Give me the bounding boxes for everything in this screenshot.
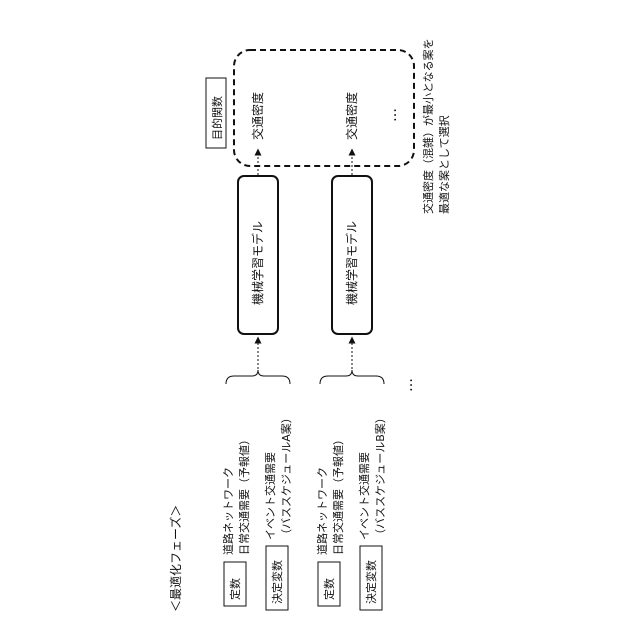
daily-demand-b: 日常交通需要（予報値） [331, 434, 345, 555]
road-network-a: 道路ネットワーク [221, 467, 235, 555]
decision-label-b: 決定変数 [364, 560, 378, 604]
daily-demand-a: 日常交通需要（予報値） [237, 434, 251, 555]
selection-note-line2: 最適な案として選択 [437, 115, 451, 214]
bracket-b [320, 370, 384, 384]
input-group-b: 定数 決定変数 道路ネットワーク 日常交通需要（予報値） イベント交通需要 （バ… [315, 370, 387, 610]
traffic-density-a: 交通密度 [250, 92, 265, 140]
bus-schedule-b: （バススケジュールB案） [373, 412, 387, 540]
event-demand-a: イベント交通需要 [263, 452, 277, 540]
ml-model-label-b: 機械学習モデル [344, 221, 359, 305]
decision-label-a: 決定変数 [270, 560, 284, 604]
objective-label: 目的関数 [210, 96, 224, 140]
ellipsis-inputs: … [400, 378, 416, 392]
constant-label-a: 定数 [228, 578, 242, 600]
ellipsis-density: … [384, 108, 400, 122]
ml-model-label-a: 機械学習モデル [250, 221, 265, 305]
bus-schedule-a: （バススケジュールA案） [279, 412, 293, 540]
bracket-a [226, 370, 290, 384]
selection-note-line1: 交通密度（混雑）が最小となる案を [421, 38, 435, 214]
event-demand-b: イベント交通需要 [357, 452, 371, 540]
constant-label-b: 定数 [322, 578, 336, 600]
road-network-b: 道路ネットワーク [315, 467, 329, 555]
traffic-density-b: 交通密度 [344, 92, 359, 140]
phase-label: ＜最適化フェーズ＞ [168, 505, 183, 612]
input-group-a: 定数 決定変数 道路ネットワーク 日常交通需要（予報値） イベント交通需要 （バ… [221, 370, 293, 610]
